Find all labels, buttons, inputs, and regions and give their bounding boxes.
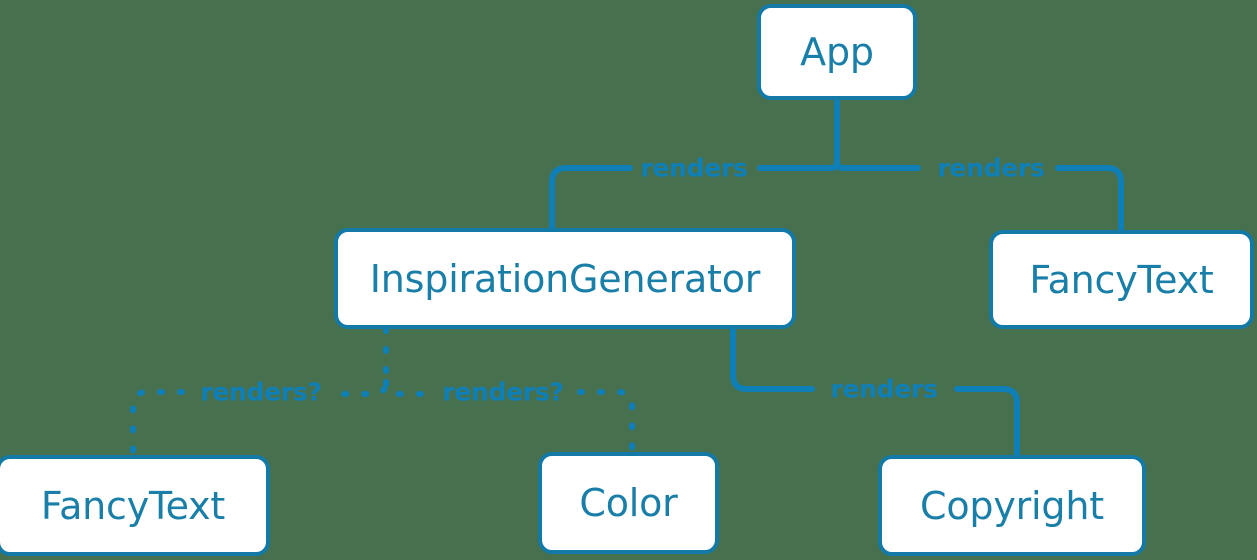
edge-inspirationgenerator-to-fancytext-dashed [130,389,185,458]
node-app[interactable]: App [757,4,917,100]
node-fancytext-right[interactable]: FancyText [989,230,1254,329]
edge-label-inspirationgenerator-to-copyright: renders [830,374,938,404]
edge-inspirationgenerator-to-copyright [730,326,815,392]
node-fancytext-bottom-label: FancyText [40,483,226,528]
node-fancytext-bottom[interactable]: FancyText [0,455,270,556]
edge-label-app-to-inspirationgenerator: renders [640,153,748,183]
edge-label-app-to-fancytext: renders [937,153,1045,183]
edge-app-trunk [757,97,840,171]
edge-app-to-fancytext [1055,165,1124,233]
edge-app-to-inspirationgenerator [549,165,633,231]
node-inspirationgenerator[interactable]: InspirationGenerator [334,228,796,329]
node-color[interactable]: Color [538,452,719,554]
edge-inspirationgenerator-dashed-trunk [339,326,389,397]
node-inspirationgenerator-label: InspirationGenerator [369,256,761,301]
edge-inspirationgenerator-to-color-dashed [577,389,635,455]
node-copyright-label: Copyright [920,483,1104,528]
edge-app-trunk-right [834,159,921,171]
node-fancytext-right-label: FancyText [1029,257,1214,302]
edge-inspirationgenerator-dashed-trunk-right [383,379,425,397]
node-color-label: Color [579,481,678,525]
edge-label-inspirationgenerator-to-color: renders? [442,377,564,407]
node-copyright[interactable]: Copyright [878,455,1146,556]
edge-label-inspirationgenerator-to-fancytext: renders? [200,377,322,407]
node-app-label: App [800,30,874,74]
edge-copyright-stub [954,386,1020,458]
